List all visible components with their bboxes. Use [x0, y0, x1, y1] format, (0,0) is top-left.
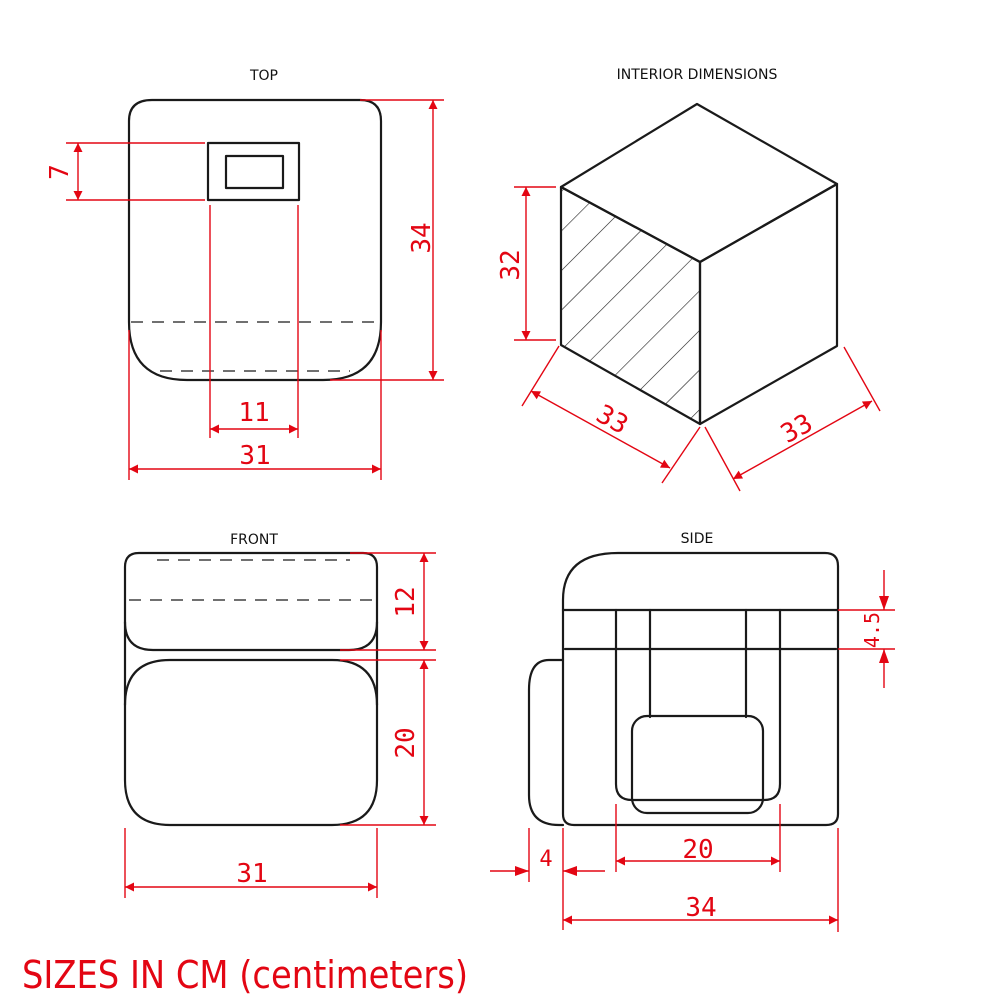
side-view-handle-grip — [630, 714, 765, 815]
front-view-body — [123, 658, 379, 827]
side-view-side-pocket — [527, 658, 565, 827]
top-view-title: TOP — [249, 68, 278, 84]
dim-label-front-20: 20 — [391, 727, 421, 758]
dim-label-interior-32: 32 — [496, 249, 526, 280]
dim-label-front-31: 31 — [236, 859, 267, 889]
dim-extension — [521, 345, 560, 407]
dim-line-interior-33-right — [732, 400, 873, 480]
dim-arrow — [879, 596, 889, 610]
dim-label-top-11: 11 — [238, 398, 269, 428]
dim-arrow — [515, 866, 529, 876]
interior-side-face — [698, 182, 839, 426]
interior-view-title: INTERIOR DIMENSIONS — [617, 67, 778, 83]
top-view-label-window — [224, 154, 285, 190]
dim-label-interior-33-left: 33 — [591, 399, 633, 440]
dim-label-front-12: 12 — [391, 586, 421, 617]
dim-extension — [661, 426, 701, 484]
interior-front-face-hatch — [561, 187, 700, 424]
top-view-label-pocket — [206, 141, 301, 202]
side-view-body — [561, 608, 840, 827]
dim-label-interior-33-right: 33 — [776, 408, 818, 449]
dim-extension — [843, 346, 881, 412]
dim-label-side-4-5: 4.5 — [860, 612, 884, 648]
front-view-title: FRONT — [230, 532, 278, 548]
side-view: SIDE 4.5 4 20 34 — [490, 531, 895, 932]
dim-arrow — [879, 649, 889, 663]
top-view-outline — [127, 98, 383, 382]
top-view: TOP 7 34 11 31 — [45, 68, 444, 480]
side-view-handle-strap — [614, 608, 782, 802]
side-view-title: SIDE — [681, 531, 714, 547]
dim-label-top-7: 7 — [45, 164, 75, 180]
interior-view: INTERIOR DIMENSIONS 32 33 33 — [496, 67, 881, 492]
front-view-lid — [123, 551, 379, 652]
dim-line-interior-33-left — [530, 390, 671, 469]
dim-extension — [704, 426, 741, 492]
dim-arrow — [563, 866, 577, 876]
dim-label-side-4: 4 — [539, 847, 552, 872]
dim-label-top-34: 34 — [407, 222, 437, 253]
side-view-lid — [561, 551, 840, 612]
front-view: FRONT 12 20 31 — [123, 532, 436, 898]
dim-label-side-20: 20 — [682, 835, 713, 865]
dim-label-side-34: 34 — [685, 893, 716, 923]
dim-label-top-31: 31 — [239, 441, 270, 471]
footer-units-note: SIZES IN CM (centimeters) — [22, 953, 468, 997]
